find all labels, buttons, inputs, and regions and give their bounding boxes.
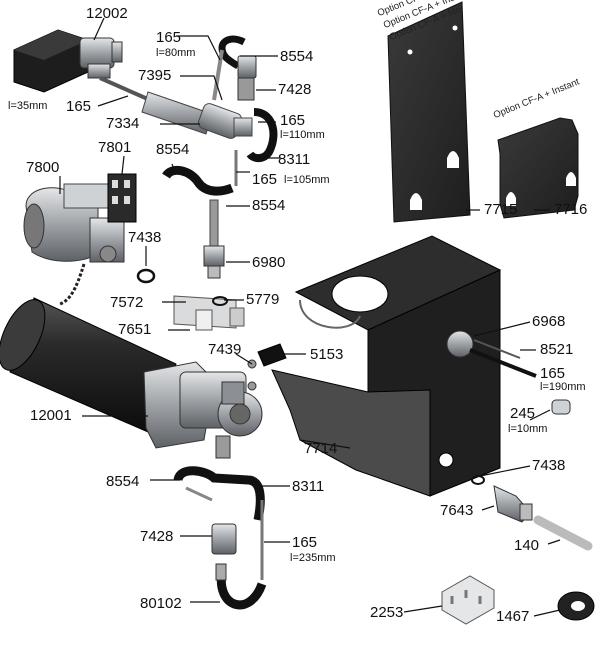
part-number-8554-top: 8554	[280, 48, 314, 65]
part-number-6980: 6980	[252, 254, 286, 271]
part-number-165-mid: 165	[280, 112, 306, 129]
plate-7715	[387, 1, 471, 223]
fitting-7428-top	[237, 77, 255, 101]
nut-6968	[446, 330, 474, 358]
bolt-8521	[469, 348, 537, 378]
part-number-7428-top: 7428	[278, 81, 312, 98]
pin-140	[533, 515, 593, 551]
part-number-2253: 2253	[370, 604, 404, 621]
pump-7800	[23, 183, 125, 263]
part-number-165-right: 165	[540, 365, 566, 382]
tube-165-35mm	[99, 76, 151, 102]
connector-7643	[493, 485, 533, 523]
o-ring-5779	[212, 296, 228, 306]
part-number-7716: 7716	[554, 201, 588, 218]
part-number-245: 245	[510, 405, 536, 422]
part-number-7572: 7572	[110, 294, 144, 311]
fitting-8554	[237, 55, 257, 79]
length-10mm: l=10mm	[508, 423, 548, 435]
leader-lines	[59, 17, 561, 617]
filter-7334	[141, 91, 253, 139]
part-number-7438-right: 7438	[532, 457, 566, 474]
part-number-7714: 7714	[304, 440, 338, 457]
part-number-165-bottom: 165	[292, 534, 318, 551]
length-80mm: l=80mm	[156, 47, 196, 59]
part-number-7715: 7715	[484, 201, 518, 218]
part-number-7800: 7800	[26, 159, 60, 176]
part-number-7395: 7395	[138, 67, 172, 84]
part-number-8311-top: 8311	[278, 151, 311, 168]
hose-8554-mid	[162, 165, 234, 196]
part-number-7428-bottom: 7428	[140, 528, 174, 545]
length-35mm: l=35mm	[8, 100, 48, 112]
part-number-8311-bottom: 8311	[292, 478, 325, 495]
relay-7801	[107, 173, 137, 223]
part-number-12002: 12002	[86, 5, 128, 22]
valve-7572	[173, 295, 245, 331]
bracket-7714	[271, 235, 502, 497]
part-number-165-top: 165	[156, 29, 182, 46]
part-number-5779: 5779	[246, 291, 280, 308]
part-number-12001: 12001	[30, 407, 72, 424]
part-number-165-left: 165	[66, 98, 92, 115]
part-number-7801: 7801	[98, 139, 132, 156]
part-number-1467: 1467	[496, 608, 530, 625]
part-number-8521: 8521	[540, 341, 574, 358]
o-ring-7438-left	[136, 268, 156, 284]
hose-165-80mm	[218, 35, 246, 70]
part-number-8554-mid: 8554	[156, 141, 190, 158]
fitting-7428-bottom	[211, 523, 237, 555]
solenoid-valve-12002	[13, 29, 123, 93]
part-number-140: 140	[514, 537, 540, 554]
part-number-7438-left: 7438	[128, 229, 162, 246]
part-number-8554-mid2: 8554	[252, 197, 286, 214]
spacer-245	[551, 399, 571, 415]
part-number-6968: 6968	[532, 313, 566, 330]
part-number-165-mid2: 165	[252, 171, 278, 188]
o-ring-7438-right	[471, 475, 485, 485]
tube-7395	[212, 49, 224, 101]
part-number-7643: 7643	[440, 502, 474, 519]
elbow-80102	[216, 571, 267, 610]
hose-165-110mm	[246, 108, 278, 163]
length-110mm: l=110mm	[280, 129, 325, 141]
length-105mm: l=105mm	[284, 174, 330, 186]
clip-2253	[441, 575, 495, 625]
part-number-7651: 7651	[118, 321, 152, 338]
pump-head	[179, 371, 263, 459]
part-number-5153: 5153	[310, 346, 344, 363]
grommet-5153	[257, 343, 287, 367]
length-235mm: l=235mm	[290, 552, 336, 564]
part-number-80102: 80102	[140, 595, 182, 612]
plate-7716	[497, 117, 579, 219]
hose-8554-bottom	[173, 466, 265, 521]
part-number-8554-bottom: 8554	[106, 473, 140, 490]
shaft-6980	[209, 199, 219, 247]
part-number-7334: 7334	[106, 115, 140, 132]
part-number-7439: 7439	[208, 341, 242, 358]
length-190mm: l=190mm	[540, 381, 586, 393]
